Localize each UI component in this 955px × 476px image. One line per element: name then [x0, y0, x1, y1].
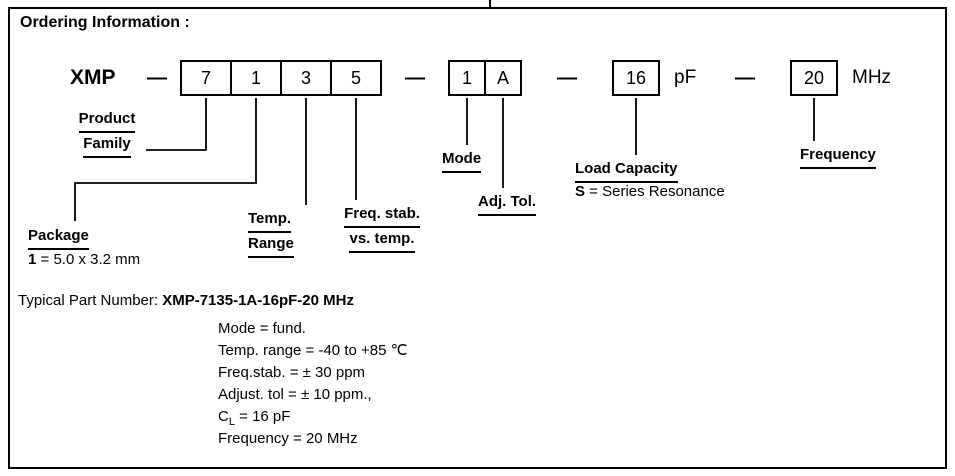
load-capacity-unit: pF	[674, 67, 697, 88]
detail-frequency: Frequency = 20 MHz	[218, 430, 358, 447]
separator-dash: —	[147, 67, 167, 89]
code-digit-box: 5	[330, 60, 382, 96]
temp-range-label: Temp. Range	[248, 208, 318, 258]
detail-adj-tol: Adjust. tol = ± 10 ppm.,	[218, 386, 372, 403]
typical-part-number-value: XMP-7135-1A-16pF-20 MHz	[162, 292, 354, 309]
code-digit-box: 3	[280, 60, 332, 96]
package-label: Package	[28, 225, 89, 250]
top-border-tick	[489, 0, 491, 8]
load-capacity-note: S = Series Resonance	[575, 183, 725, 200]
code-group-frequency: 20	[790, 60, 838, 96]
package-note: 1 = 5.0 x 3.2 mm	[28, 251, 141, 268]
detail-load-capacity: CL = 16 pF	[218, 408, 291, 428]
product-family-label: Product Family	[62, 108, 152, 158]
separator-dash: —	[557, 67, 577, 89]
adj-tol-label: Adj. Tol.	[478, 191, 537, 216]
freq-stab-label: Freq. stab. vs. temp.	[332, 203, 432, 253]
page-border-frame	[8, 7, 947, 469]
frequency-label: Frequency	[800, 144, 876, 169]
typical-part-number-line: Typical Part Number: XMP-7135-1A-16pF-20…	[18, 292, 354, 309]
code-digit-box: A	[484, 60, 522, 96]
load-capacity-label: Load Capacity	[575, 158, 678, 183]
code-group-mode-adjtol: 1 A	[448, 60, 522, 96]
code-digit-box: 7	[180, 60, 232, 96]
detail-mode: Mode = fund.	[218, 320, 306, 337]
detail-temp-range: Temp. range = -40 to +85 ℃	[218, 342, 408, 359]
code-digit-box: 1	[448, 60, 486, 96]
mode-label: Mode	[442, 148, 482, 173]
typical-part-number-details: Mode = fund. Temp. range = -40 to +85 ℃ …	[218, 318, 407, 450]
code-group-main: 7 1 3 5	[180, 60, 382, 96]
typical-part-number-caption: Typical Part Number:	[18, 292, 163, 309]
code-digit-box: 16	[612, 60, 660, 96]
page-title: Ordering Information :	[20, 14, 190, 31]
code-digit-box: 20	[790, 60, 838, 96]
code-group-load-capacity: 16	[612, 60, 660, 96]
part-prefix: XMP	[70, 66, 116, 89]
separator-dash: —	[735, 67, 755, 89]
code-digit-box: 1	[230, 60, 282, 96]
frequency-unit: MHz	[852, 67, 892, 88]
separator-dash: —	[405, 67, 425, 89]
detail-freq-stab: Freq.stab. = ± 30 ppm	[218, 364, 366, 381]
